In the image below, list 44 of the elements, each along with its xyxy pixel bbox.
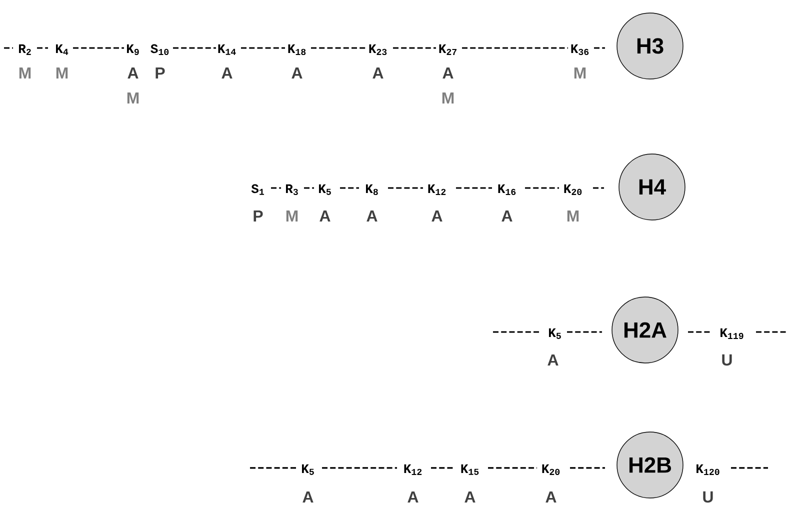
- modification-letter: M: [286, 210, 298, 222]
- residue-label: K$_{8}$: [366, 184, 378, 196]
- modification-letter: A: [502, 210, 512, 222]
- residue-label: K$_{9}$: [127, 44, 139, 56]
- modification-letter: A: [432, 210, 442, 222]
- modification-letter: U: [703, 491, 713, 503]
- modification-letter: A: [302, 491, 314, 502]
- modification-letter: M: [567, 210, 579, 222]
- modification-letter: P: [254, 210, 263, 222]
- residue-label: K$_{12}$: [404, 464, 422, 475]
- residue-label: K$_{4}$: [56, 44, 68, 55]
- modification-letter: M: [127, 92, 139, 104]
- residue-label: R$_{2}$: [19, 44, 31, 55]
- modification-letter: M: [574, 67, 586, 78]
- modification-letter: A: [464, 491, 476, 502]
- modification-letter: A: [128, 67, 138, 78]
- modification-letter: A: [372, 67, 384, 78]
- modification-letter: U: [722, 354, 732, 366]
- modification-letter: A: [442, 67, 454, 78]
- modification-letter: A: [222, 67, 232, 78]
- residue-label: K$_{20}$: [542, 464, 560, 476]
- modification-letter: A: [366, 210, 378, 222]
- residue-label: K$_{5}$: [319, 184, 331, 195]
- residue-label: K$_{14}$: [218, 44, 236, 55]
- modification-letter: A: [408, 491, 418, 502]
- modification-letter: A: [546, 491, 556, 502]
- residue-label: K$_{16}$: [498, 184, 516, 196]
- residue-label: R$_{3}$: [286, 184, 298, 196]
- residue-label: S$_{10}$: [150, 44, 169, 56]
- residue-label: K$_{5}$: [302, 464, 314, 475]
- modification-letter: P: [156, 67, 165, 78]
- residue-label: K$_{27}$: [439, 44, 456, 55]
- residue-label: K$_{12}$: [428, 184, 446, 195]
- modification-letter: M: [56, 67, 68, 78]
- residue-label: K$_{23}$: [369, 44, 387, 56]
- modification-letter: A: [548, 354, 558, 366]
- modification-letter: M: [442, 92, 454, 104]
- residue-label: K$_{119}$: [720, 328, 744, 340]
- modification-letter: A: [292, 67, 302, 78]
- modification-letter: M: [19, 67, 31, 78]
- modification-letter: A: [320, 210, 330, 222]
- residue-label: K$_{15}$: [461, 464, 479, 475]
- residue-label: K$_{18}$: [288, 44, 306, 56]
- residue-label: S$_{1}$: [251, 184, 264, 195]
